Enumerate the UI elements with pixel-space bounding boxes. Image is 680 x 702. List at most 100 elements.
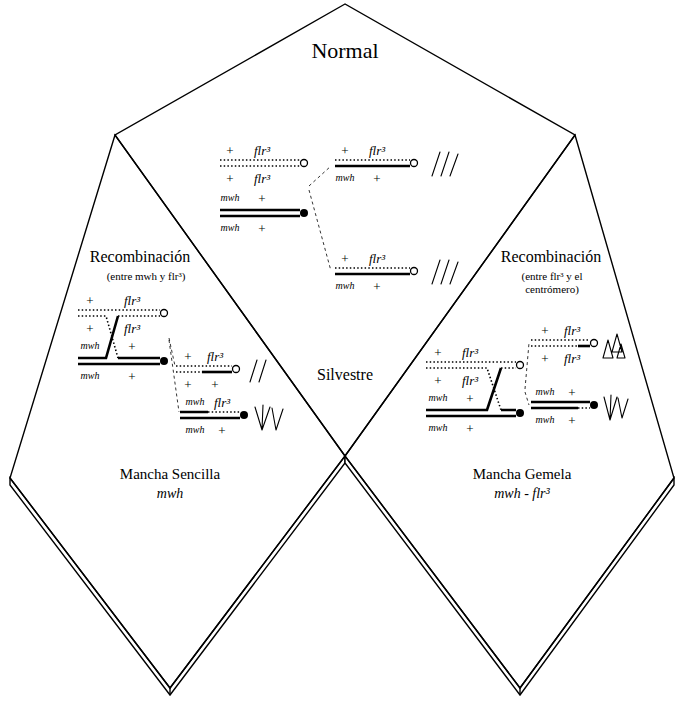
daughter-chromosomes [335, 159, 410, 161]
multiple-wing-hairs [604, 395, 628, 420]
allele-label: mwh [186, 397, 205, 407]
diamond-border [10, 135, 345, 688]
crossover-pair [516, 409, 524, 417]
allele-label: + [568, 386, 575, 399]
allele-label: + [341, 144, 348, 157]
guide-line [309, 166, 331, 271]
allele-label: + [218, 424, 225, 437]
daughter-chromosomes [590, 401, 598, 409]
diamond-edge-shadow [519, 688, 520, 695]
allele-label: flr³ [254, 144, 270, 157]
daughter-chromosomes [176, 366, 248, 420]
allele-label: + [128, 370, 135, 383]
allele-label: flr³ [369, 252, 385, 265]
stage-diamond: Recombinación (entre flr³ y el centrómero… [343, 133, 676, 697]
allele-label: + [434, 346, 441, 359]
crossover-pair [426, 368, 516, 416]
chromosome-pair [220, 210, 300, 216]
crossover-pair [426, 362, 516, 410]
flare-hairs [603, 334, 625, 358]
stage-note: (entre flr³ y el centrómero) [502, 270, 602, 295]
diamond-edge-shadow [10, 456, 345, 695]
allele-label: mwh [221, 193, 240, 203]
daughter-chromosomes [531, 340, 598, 410]
allele-label: + [86, 322, 93, 335]
allele-label: flr³ [564, 352, 580, 365]
stage-title: Recombinación [501, 248, 601, 266]
allele-label: flr³ [462, 346, 478, 359]
allele-label: flr³ [214, 396, 230, 409]
result-title: Mancha Sencilla [120, 466, 220, 483]
allele-label: mwh [81, 371, 100, 381]
result-title: Silvestre [317, 366, 373, 384]
allele-label: + [184, 350, 191, 363]
daughter-chromosomes [531, 402, 590, 408]
guide-line [525, 343, 529, 405]
daughter-chromosomes [240, 411, 248, 419]
wild-hairs [432, 152, 458, 284]
diamond-border [345, 135, 674, 688]
multiple-wing-hairs [255, 405, 283, 430]
wild-hairs [432, 152, 458, 284]
guide-line [169, 338, 179, 412]
multiple-wing-hairs [604, 395, 628, 420]
wild-hairs [250, 360, 266, 382]
daughter-chromosomes [176, 366, 232, 372]
daughter-chromosomes [180, 412, 240, 418]
crossover-pair [78, 310, 168, 366]
daughter-chromosomes [335, 165, 410, 168]
daughter-chromosomes [335, 267, 410, 269]
allele-label: + [211, 378, 218, 391]
result-title: Mancha Gemela [473, 466, 572, 483]
daughter-chromosomes [531, 340, 590, 346]
flare-hairs [603, 334, 625, 358]
allele-label: mwh [536, 387, 555, 397]
allele-label: mwh [536, 415, 555, 425]
crossover-pair [426, 362, 524, 418]
diamond-edge-shadow [345, 456, 674, 695]
daughter-chromosomes [202, 371, 232, 374]
allele-label: + [541, 352, 548, 365]
diamond-outline [343, 133, 676, 697]
allele-label: + [568, 414, 575, 427]
chromosome-pair [220, 160, 300, 166]
genotype-label: mwh [157, 486, 183, 502]
daughter-chromosomes [578, 345, 590, 348]
allele-label: + [226, 172, 233, 185]
allele-label: flr³ [207, 350, 223, 363]
allele-label: + [258, 222, 265, 235]
stage-note: (entre mwh y flr³) [107, 270, 186, 283]
allele-label: + [466, 392, 473, 405]
allele-label: mwh [221, 223, 240, 233]
stage-title: Normal [311, 38, 378, 63]
allele-label: flr³ [369, 144, 385, 157]
genotype-label: mwh - flr³ [494, 486, 550, 502]
allele-label: + [466, 422, 473, 435]
allele-label: + [434, 374, 441, 387]
allele-label: flr³ [124, 294, 140, 307]
diamond-outline [8, 133, 347, 697]
allele-label: flr³ [124, 322, 140, 335]
allele-label: mwh [186, 425, 205, 435]
daughter-chromosomes [335, 160, 418, 275]
daughter-chromosomes [208, 411, 240, 413]
multiple-wing-hairs [255, 405, 283, 430]
guide-line [525, 343, 529, 405]
daughter-chromosomes [591, 340, 598, 347]
crossover-pair [161, 310, 168, 317]
stage-diamond: Recombinación(entre mwh y flr³)Mancha Se… [8, 133, 347, 697]
allele-label: + [226, 144, 233, 157]
allele-label: + [184, 378, 191, 391]
allele-label: mwh [429, 393, 448, 403]
allele-label: flr³ [462, 374, 478, 387]
daughter-chromosomes [578, 407, 590, 409]
chromosome-pair [301, 160, 308, 167]
daughter-chromosomes [233, 366, 240, 373]
guide-line [169, 338, 179, 412]
allele-label: flr³ [254, 172, 270, 185]
crossover-pair [78, 316, 160, 364]
allele-label: flr³ [564, 324, 580, 337]
daughter-chromosomes [411, 160, 418, 167]
